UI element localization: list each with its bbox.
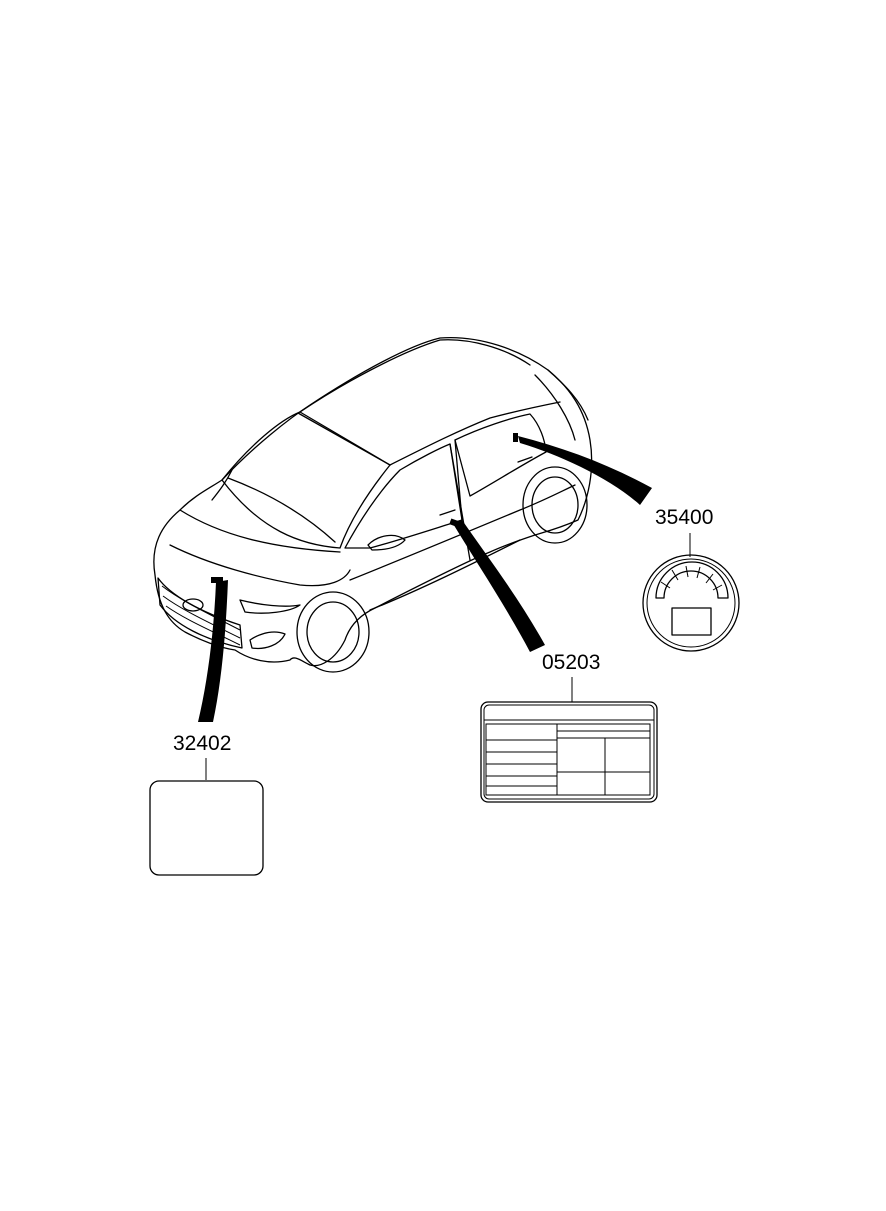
emission-label	[149, 780, 264, 876]
fuel-cap-label	[642, 554, 740, 652]
leader-32402	[198, 580, 228, 722]
front-wheel	[296, 591, 370, 673]
emission-label-location	[211, 577, 223, 583]
part-number-05203: 05203	[542, 651, 600, 674]
part-number-35400: 35400	[655, 506, 713, 529]
part-number-32402: 32402	[173, 732, 231, 755]
tire-pressure-label	[480, 701, 658, 803]
fuel-label-location	[513, 433, 518, 442]
leader-35400	[518, 436, 652, 505]
rear-wheel	[522, 466, 588, 544]
car-illustration	[153, 336, 593, 673]
leader-05203	[452, 520, 545, 652]
